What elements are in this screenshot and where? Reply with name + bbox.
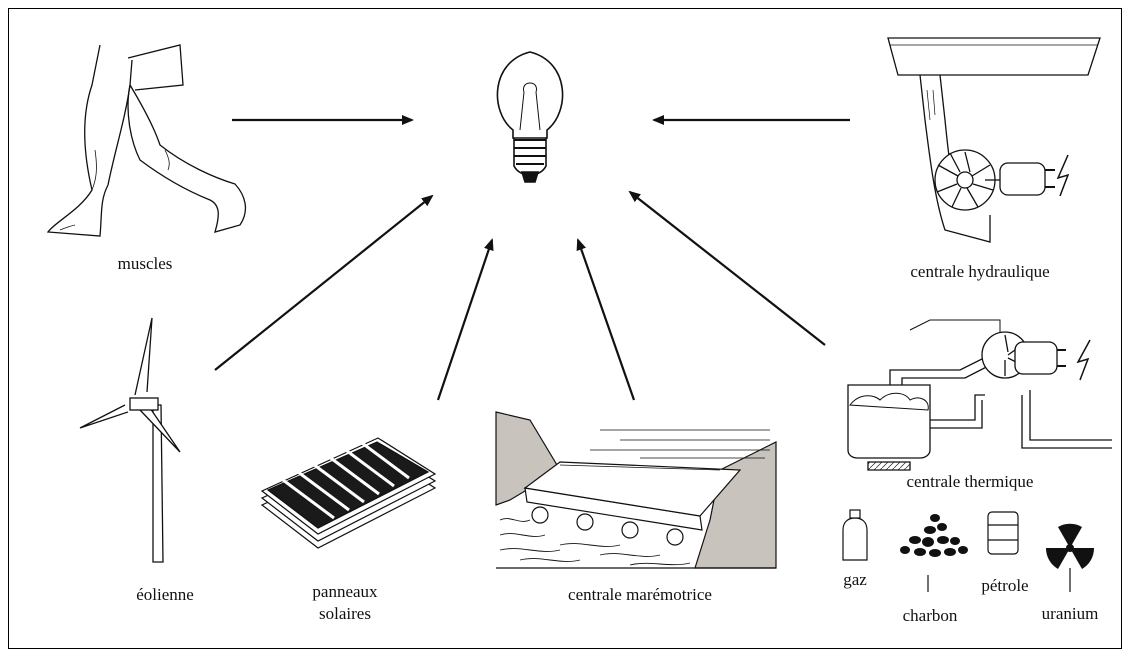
- label-gaz: gaz: [843, 570, 867, 589]
- arrow-thermique: [628, 190, 826, 346]
- label-thermique: centrale thermique: [906, 472, 1034, 491]
- label-eolienne: éolienne: [136, 585, 194, 604]
- arrow-eolienne: [214, 194, 434, 371]
- coal-pile-icon: [900, 514, 968, 592]
- label-uranium: uranium: [1041, 604, 1099, 623]
- oil-barrel-icon: [987, 511, 1019, 555]
- radiation-icon: [1045, 523, 1095, 592]
- light-bulb-icon: [496, 51, 564, 183]
- label-maremotrice: centrale marémotrice: [568, 585, 712, 604]
- diagram-frame: [8, 8, 1122, 649]
- arrows: [214, 115, 850, 401]
- arrow-maremotrice: [576, 238, 636, 401]
- label-panneaux-line2: solaires: [319, 604, 371, 623]
- running-legs-icon: [46, 44, 247, 237]
- gas-bottle-icon: [842, 509, 868, 561]
- label-charbon: charbon: [902, 606, 958, 625]
- tidal-plant-icon: [495, 411, 777, 569]
- solar-panel-icon: [260, 437, 437, 549]
- label-hydraulique: centrale hydraulique: [910, 262, 1050, 281]
- label-panneaux-line1: panneaux: [312, 582, 378, 601]
- label-petrole: pétrole: [981, 576, 1029, 595]
- arrow-solaires: [436, 238, 494, 401]
- hydro-plant-icon: [887, 37, 1101, 243]
- label-muscles: muscles: [117, 254, 173, 273]
- wind-turbine-icon: [79, 317, 181, 563]
- thermal-plant-icon: [847, 319, 1112, 471]
